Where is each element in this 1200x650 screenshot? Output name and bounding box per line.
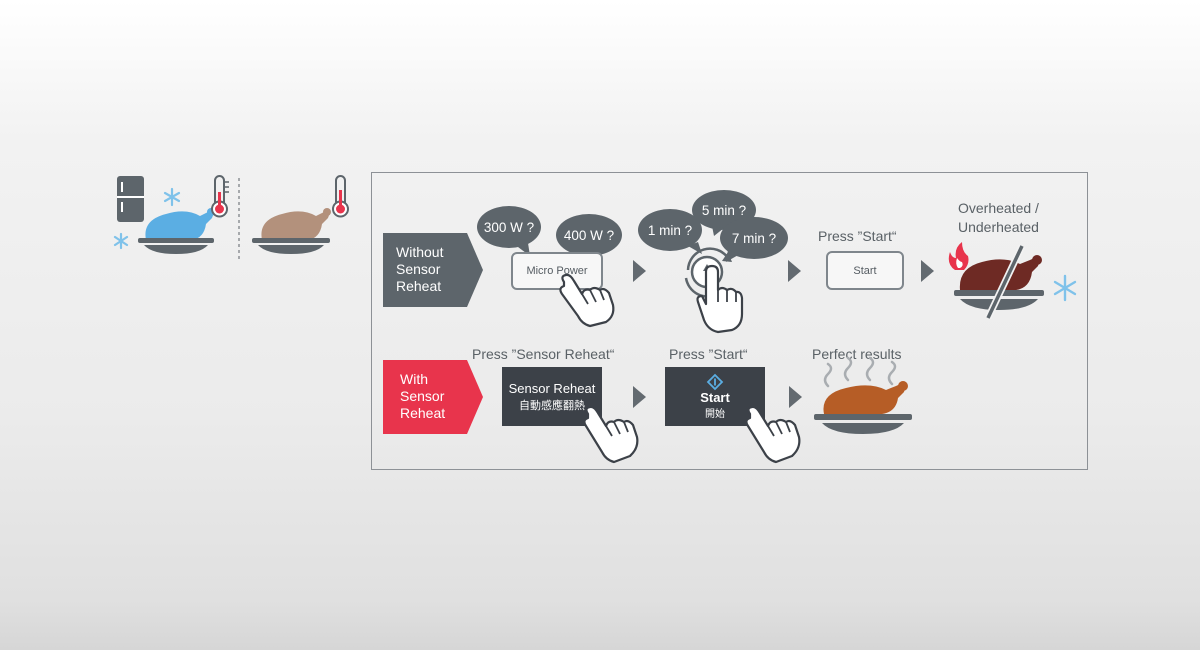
hand-pointer-icon — [559, 273, 615, 328]
overcooked-chicken-icon — [954, 255, 1044, 310]
snowflake-icon — [1053, 274, 1077, 302]
label-line: Sensor — [396, 261, 441, 277]
speech-bubble: 400 W ? — [556, 214, 622, 262]
snowflake-icon — [163, 187, 181, 207]
bubble-text: 400 W ? — [564, 228, 614, 243]
bubble-text: 1 min ? — [648, 223, 692, 238]
hand-pointer-icon — [696, 264, 744, 334]
caption-line: Overheated / — [958, 200, 1039, 216]
label-line: Without — [396, 244, 444, 260]
bubble-text: 7 min ? — [732, 231, 776, 246]
label-arrow-shape — [383, 360, 483, 434]
sensor-reheat-button[interactable]: Sensor Reheat 自動感應翻熱 — [502, 367, 602, 426]
micro-power-button[interactable]: Micro Power — [511, 252, 603, 290]
press-sensor-caption: Press ”Sensor Reheat“ — [472, 346, 615, 362]
comparison-panel — [371, 172, 1088, 470]
step-arrow — [921, 260, 934, 282]
snowflake-icon — [113, 232, 129, 250]
with-sensor-label: With Sensor Reheat — [383, 360, 483, 434]
label-line: Reheat — [396, 278, 442, 294]
without-sensor-label: Without Sensor Reheat — [383, 233, 483, 307]
flame-icon — [948, 242, 969, 270]
perfect-results-caption: Perfect results — [812, 346, 902, 362]
thawed-chicken-icon — [252, 208, 331, 254]
button-label: Sensor Reheat — [508, 380, 596, 396]
roast-chicken-icon — [814, 381, 912, 434]
bubble-text: 5 min ? — [702, 203, 746, 218]
overheated-result-graphic — [948, 242, 1077, 320]
thermometer-icon — [211, 175, 229, 218]
hand-pointer-icon — [583, 405, 639, 464]
hand-pointer-icon — [745, 405, 801, 464]
label-line: Reheat — [400, 405, 446, 421]
thermometer-icon — [332, 175, 349, 218]
button-sublabel: 自動感應翻熱 — [519, 399, 585, 412]
power-bubbles: 300 W ? 400 W ? — [477, 206, 622, 262]
press-start-caption: Press ”Start“ — [669, 346, 748, 362]
speech-bubble: 1 min ? — [638, 209, 702, 254]
perfect-result-graphic — [814, 356, 912, 434]
steam-icon — [823, 356, 897, 388]
start-button[interactable]: Start 開始 — [665, 367, 765, 426]
step-arrow — [633, 260, 646, 282]
start-diamond-icon — [706, 373, 724, 390]
speech-bubble: 7 min ? — [720, 217, 788, 262]
bubble-text: 300 W ? — [484, 220, 534, 235]
speech-bubble: 300 W ? — [477, 206, 541, 256]
caption-line: Underheated — [958, 219, 1039, 235]
strike-through-line — [986, 245, 1024, 319]
step-arrow — [633, 386, 646, 408]
label-line: Sensor — [400, 388, 445, 404]
frozen-chicken-icon — [138, 208, 215, 254]
step-arrow — [789, 386, 802, 408]
legend-graphic — [113, 175, 349, 262]
overheated-caption: Overheated / Underheated — [958, 199, 1039, 237]
press-start-caption: Press ”Start“ — [818, 228, 897, 244]
label-line: With — [400, 371, 428, 387]
time-bubbles: 5 min ? 1 min ? 7 min ? — [638, 190, 788, 262]
button-sublabel: 開始 — [705, 408, 725, 420]
step-arrow — [788, 260, 801, 282]
fridge-icon — [117, 176, 144, 222]
label-arrow-shape — [383, 233, 483, 307]
button-label: Start — [700, 389, 730, 405]
start-button-plain[interactable]: Start — [826, 251, 904, 290]
